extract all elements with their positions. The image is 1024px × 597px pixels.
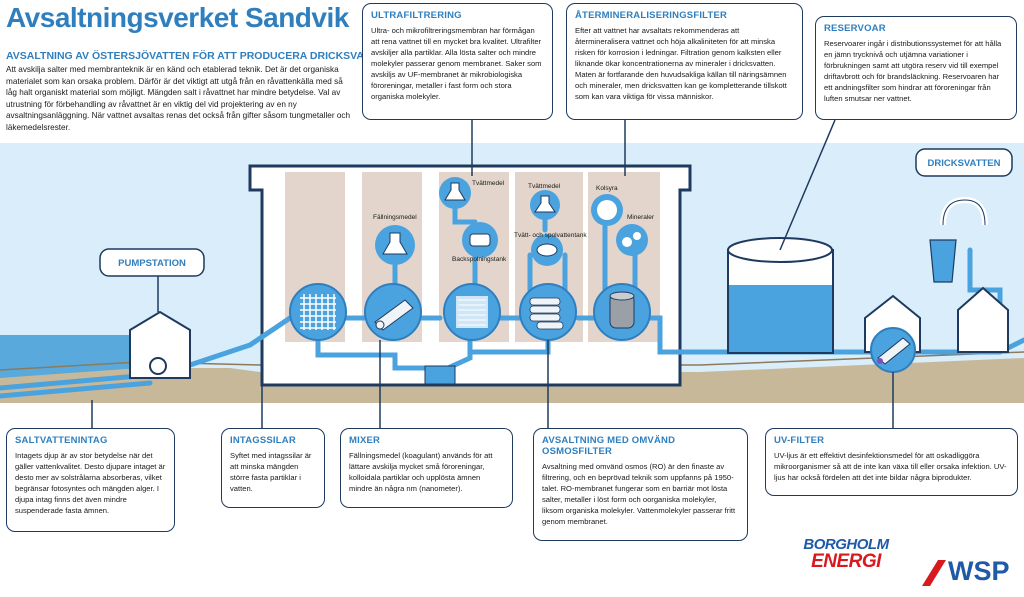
- box-avsaltning-title: AVSALTNING MED OMVÄND OSMOSFILTER: [542, 435, 676, 457]
- box-reservoar-title: RESERVOAR: [824, 23, 886, 34]
- label-tvatt-och-spoltank: Tvätt- och spolvattentank: [514, 232, 587, 239]
- box-avsaltning-text: Avsaltning med omvänd osmos (RO) är den …: [542, 462, 736, 526]
- box-saltvattenintag: SALTVATTENINTAG Intagets djup är av stor…: [6, 428, 175, 532]
- box-ultrafiltrering-title: ULTRAFILTRERING: [371, 10, 462, 21]
- box-reservoar: RESERVOAR Reservoarer ingår i distributi…: [815, 16, 1017, 120]
- box-atermineralisering-title: ÅTERMINERALISERINGSFILTER: [575, 10, 728, 21]
- borgholm-logo-line2: ENERGI: [811, 551, 881, 572]
- box-intagssilar: INTAGSSILAR Syftet med intagssilar är at…: [221, 428, 325, 508]
- label-backspolningstank: Backspolningstank: [452, 256, 507, 263]
- box-atermineralisering: ÅTERMINERALISERINGSFILTER Efter att vatt…: [566, 3, 803, 120]
- borgholm-energi-logo: BORGHOLM ENERGI: [800, 537, 892, 571]
- dricksvatten-label: DRICKSVATTEN: [927, 158, 1000, 169]
- box-atermineralisering-text: Efter att vattnet har avsaltats rekommen…: [575, 26, 787, 101]
- box-uvfilter-text: UV-ljus är ett effektivt desinfektionsme…: [774, 451, 1007, 482]
- box-uvfilter-title: UV-FILTER: [774, 435, 825, 446]
- box-intagssilar-text: Syftet med intagssilar är att minska män…: [230, 451, 312, 493]
- label-kolsyra: Kolsyra: [596, 185, 618, 192]
- intro-text: Att avskilja salter med membranteknik är…: [6, 65, 351, 132]
- box-mixer: MIXER Fällningsmedel (koagulant) används…: [340, 428, 513, 508]
- label-tvattmedel-1: Tvättmedel: [472, 180, 505, 187]
- box-avsaltning: AVSALTNING MED OMVÄND OSMOSFILTER Avsalt…: [533, 428, 748, 541]
- borgholm-logo-line1: BORGHOLM: [803, 536, 889, 553]
- label-tvattmedel-2: Tvättmedel: [528, 183, 561, 190]
- box-intagssilar-title: INTAGSSILAR: [230, 435, 296, 446]
- box-reservoar-text: Reservoarer ingår i distributionssysteme…: [824, 39, 1002, 103]
- box-ultrafiltrering: ULTRAFILTRERING Ultra- och mikrofiltreri…: [362, 3, 553, 120]
- wsp-logo: WSP: [918, 556, 1018, 592]
- wsp-logo-text: WSP: [948, 556, 1010, 586]
- pumpstation-label: PUMPSTATION: [118, 258, 186, 269]
- intro-heading: AVSALTNING AV ÖSTERSJÖVATTEN FÖR ATT PRO…: [6, 50, 391, 62]
- box-uvfilter: UV-FILTER UV-ljus är ett effektivt desin…: [765, 428, 1018, 496]
- box-saltvattenintag-title: SALTVATTENINTAG: [15, 435, 108, 446]
- label-mineraler: Mineraler: [627, 214, 655, 221]
- box-ultrafiltrering-text: Ultra- och mikrofiltreringsmembran har f…: [371, 26, 542, 101]
- label-fallningsmedel: Fällningsmedel: [373, 214, 417, 221]
- box-saltvattenintag-text: Intagets djup är av stor betydelse när d…: [15, 451, 166, 515]
- box-mixer-title: MIXER: [349, 435, 381, 446]
- box-mixer-text: Fällningsmedel (koagulant) används för a…: [349, 451, 493, 493]
- wsp-logo-icon: [922, 560, 946, 586]
- page-title: Avsaltningsverket Sandvik: [6, 2, 349, 33]
